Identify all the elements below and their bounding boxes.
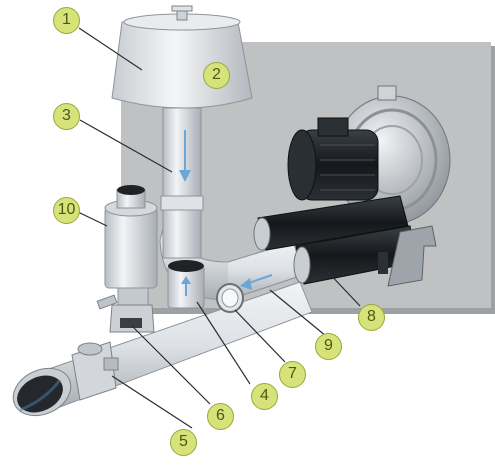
vertical-pipe: [160, 107, 204, 259]
pipe-clamp: [71, 341, 119, 401]
callout-3: 3: [53, 103, 80, 130]
check-valve: [96, 294, 155, 333]
callout-10: 10: [53, 197, 80, 224]
discharge-silencers: [253, 195, 437, 287]
filter-silencer: [104, 185, 158, 307]
relief-valve: [167, 260, 205, 309]
callout-2: 2: [203, 62, 230, 89]
callout-4: 4: [251, 383, 278, 410]
callout-5: 5: [170, 429, 197, 456]
callout-9: 9: [315, 333, 342, 360]
leader-lines: [77, 27, 361, 429]
callout-7: 7: [279, 361, 306, 388]
flow-arrow: [240, 274, 273, 290]
callout-6: 6: [207, 403, 234, 430]
callout-1: 1: [53, 7, 80, 34]
side-channel-blower: [287, 85, 451, 225]
callout-8: 8: [358, 304, 385, 331]
vacuum-gauge: [216, 283, 244, 313]
rain-hood: [111, 5, 253, 109]
